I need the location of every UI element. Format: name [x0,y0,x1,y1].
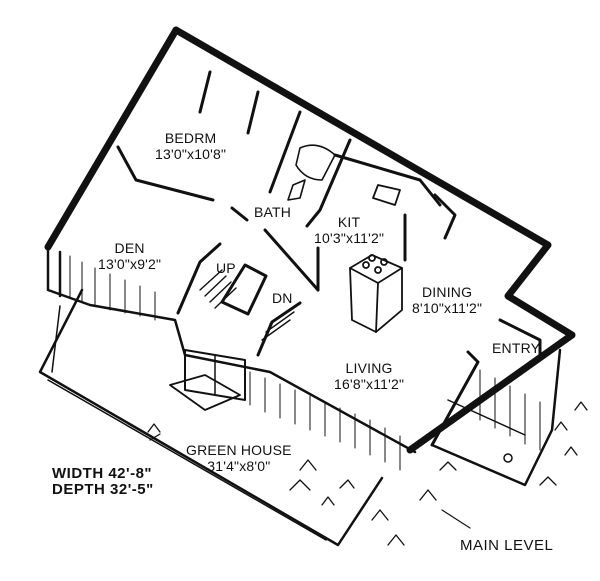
bath-fixtures [287,144,336,201]
dining-size: 8'10"x11'2" [412,300,483,316]
bedroom-label: BEDRM 13'0"x10'8" [155,130,226,162]
main-level-leader [441,509,471,529]
stairs-up-label: UP [216,260,236,276]
main-level-text: MAIN LEVEL [460,537,554,554]
interior-walls [116,70,542,447]
kitchen-name: KIT [337,214,361,230]
entry-name: ENTRY [492,340,541,356]
bath-name: BATH [254,204,292,220]
overall-width: WIDTH 42'-8" [52,465,153,482]
dining-label: DINING 8'10"x11'2" [412,284,482,316]
overall-dimensions: WIDTH 42'-8" DEPTH 32'-5" [52,466,154,498]
exterior-walls [44,26,576,454]
main-level-label: MAIN LEVEL [460,538,553,554]
living-label: LIVING 16'8"x11'2" [334,360,404,392]
stairs-up-text: UP [216,260,236,276]
stairs-down-text: DN [272,290,293,306]
greenhouse-name: GREEN HOUSE [186,442,292,458]
greenhouse [38,288,384,547]
dining-name: DINING [421,284,473,300]
bedroom-size: 13'0"x10'8" [155,146,227,162]
kitchen-range [349,184,403,333]
greenhouse-size: 31'4"x8'0" [207,458,271,474]
entry-walls [430,348,562,487]
overall-depth: DEPTH 32'-5" [52,481,154,498]
kitchen-size: 10'3"x11'2" [314,230,385,246]
living-size: 16'8"x11'2" [334,376,405,392]
entry-label: ENTRY [492,340,540,356]
stairs-down-label: DN [272,290,293,306]
den-name: DEN [114,240,145,256]
den-size: 13'0"x9'2" [98,256,162,272]
greenhouse-label: GREEN HOUSE 31'4"x8'0" [186,442,292,474]
stair-treads [199,269,298,341]
front-wall [46,245,417,454]
bath-label: BATH [254,204,291,220]
den-label: DEN 13'0"x9'2" [98,240,161,272]
bedroom-name: BEDRM [164,130,217,146]
kitchen-label: KIT 10'3"x11'2" [314,214,384,246]
living-name: LIVING [345,360,393,376]
plantings [147,401,588,546]
